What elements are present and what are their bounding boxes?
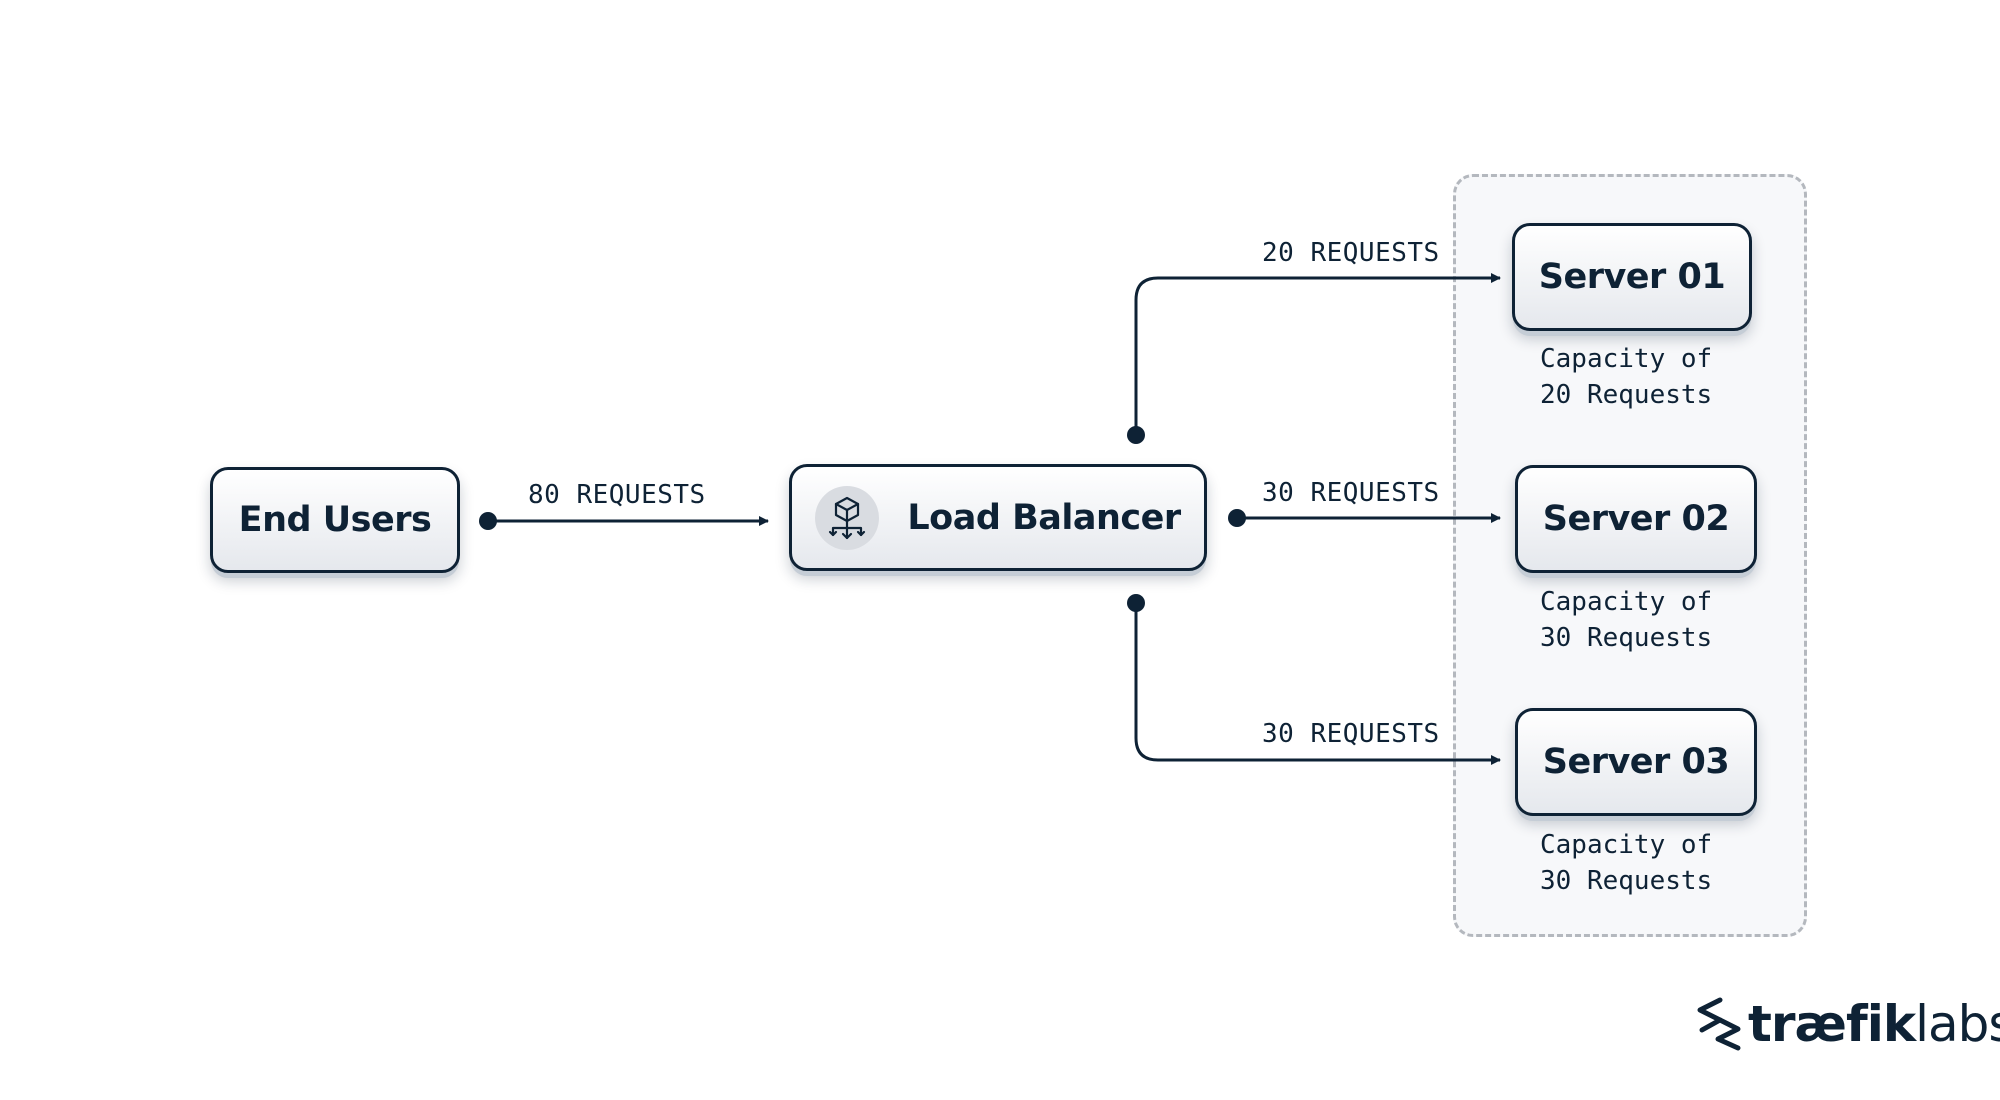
end-users-node: End Users (210, 467, 460, 573)
end-users-label: End Users (238, 500, 432, 540)
edge-lb-to-server-02 (1228, 509, 1501, 527)
server-02-capacity: Capacity of 30 Requests (1540, 587, 1713, 653)
server-03-capacity: Capacity of 30 Requests (1540, 830, 1713, 896)
traefik-logo-icon (1697, 997, 1741, 1051)
server-02-node: Server 02 (1515, 465, 1757, 573)
edge-label-lb-to-server-03: 30 REQUESTS (1262, 719, 1440, 749)
logo-wordmark-light: labs (1915, 995, 2000, 1053)
edge-label-users-to-lb: 80 REQUESTS (528, 480, 706, 510)
load-balancer-node: Load Balancer (789, 464, 1207, 571)
load-balancer-cube-icon (815, 485, 880, 550)
edge-lb-to-server-03 (1127, 594, 1501, 765)
logo-wordmark-bold: træfik (1748, 995, 1916, 1053)
server-01-node: Server 01 (1512, 223, 1752, 331)
server-01-label: Server 01 (1538, 257, 1726, 297)
traefik-labs-logo: træfiklabs (1694, 994, 2000, 1054)
server-03-label: Server 03 (1542, 742, 1730, 782)
edge-label-lb-to-server-02: 30 REQUESTS (1262, 478, 1440, 508)
edge-label-lb-to-server-01: 20 REQUESTS (1262, 238, 1440, 268)
edge-users-to-lb (479, 512, 769, 530)
load-balancer-label: Load Balancer (907, 497, 1181, 538)
server-01-capacity: Capacity of 20 Requests (1540, 344, 1713, 410)
server-02-label: Server 02 (1542, 499, 1730, 539)
edge-lb-to-server-01 (1127, 273, 1501, 444)
server-03-node: Server 03 (1515, 708, 1757, 816)
